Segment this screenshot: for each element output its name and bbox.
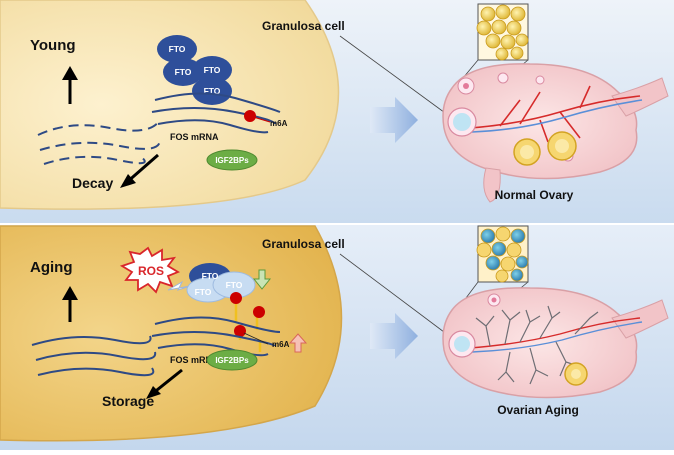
m6a-label: m6A bbox=[272, 340, 290, 349]
mrna-label: FOS mRNA bbox=[170, 355, 219, 365]
fto-label: FTO bbox=[175, 67, 192, 77]
fto-protein bbox=[163, 58, 203, 86]
up-arrow-head-icon bbox=[62, 286, 78, 300]
fto-label: FTO bbox=[169, 44, 186, 54]
mrna-label: FOS mRNA bbox=[170, 132, 219, 142]
fto-protein bbox=[192, 56, 232, 84]
ros-burst-icon bbox=[119, 246, 181, 294]
decay-arrow-head-icon bbox=[120, 174, 136, 188]
state-label-young: Young bbox=[30, 37, 76, 54]
pointer-line bbox=[339, 35, 453, 119]
transition-arrow-icon bbox=[370, 97, 418, 143]
fto-protein bbox=[157, 35, 197, 63]
fos-mrna bbox=[151, 92, 281, 134]
ovary-label-normal: Normal Ovary bbox=[495, 188, 574, 202]
m6a-mark bbox=[244, 110, 256, 122]
igf2bp-label: IGF2BPs bbox=[215, 156, 249, 165]
fto-label: FTO bbox=[226, 280, 243, 290]
granulosa-cell-label: Granulosa cell bbox=[262, 19, 345, 33]
granulosa-zoom-inset-young bbox=[476, 3, 529, 61]
intact-mrna bbox=[31, 335, 157, 377]
igf2bp-protein bbox=[206, 349, 258, 371]
state-label-aging: Aging bbox=[30, 259, 73, 276]
lightning-icon bbox=[167, 280, 191, 291]
transition-arrow-icon bbox=[370, 313, 418, 359]
fto-label: FTO bbox=[204, 65, 221, 75]
up-arrow-head-icon bbox=[62, 66, 78, 80]
ros-label: ROS bbox=[138, 264, 164, 278]
fragmented-mrna bbox=[37, 119, 161, 165]
fto-label: FTO bbox=[202, 271, 219, 281]
outcome-label-storage: Storage bbox=[102, 393, 154, 409]
fto-label: FTO bbox=[195, 287, 212, 297]
ovary-label-aging: Ovarian Aging bbox=[497, 403, 579, 417]
fos-mrna bbox=[151, 316, 281, 357]
pointer-line bbox=[339, 253, 453, 339]
igf2bp-protein bbox=[206, 149, 258, 171]
granulosa-cell-label: Granulosa cell bbox=[262, 237, 345, 251]
igf2bp-label: IGF2BPs bbox=[215, 356, 249, 365]
granulosa-zoom-inset-aging bbox=[476, 225, 529, 283]
fto-label: FTO bbox=[204, 86, 221, 96]
top-panel: Young FTO FTO FTO FTO m6A FOS mRNA I bbox=[0, 0, 669, 210]
m6a-pointer bbox=[243, 332, 269, 345]
m6a-marks bbox=[230, 292, 265, 352]
ovary-aging bbox=[442, 287, 669, 399]
decrease-arrow-icon bbox=[252, 269, 272, 290]
fto-protein bbox=[192, 77, 232, 105]
storage-arrow-head-icon bbox=[146, 386, 161, 399]
increase-arrow-icon bbox=[288, 333, 308, 353]
bottom-panel: Aging ROS FTO FTO FTO bbox=[0, 225, 669, 442]
outcome-label-decay: Decay bbox=[72, 175, 113, 191]
m6a-label: m6A bbox=[270, 119, 288, 128]
ovary-normal bbox=[442, 63, 669, 203]
